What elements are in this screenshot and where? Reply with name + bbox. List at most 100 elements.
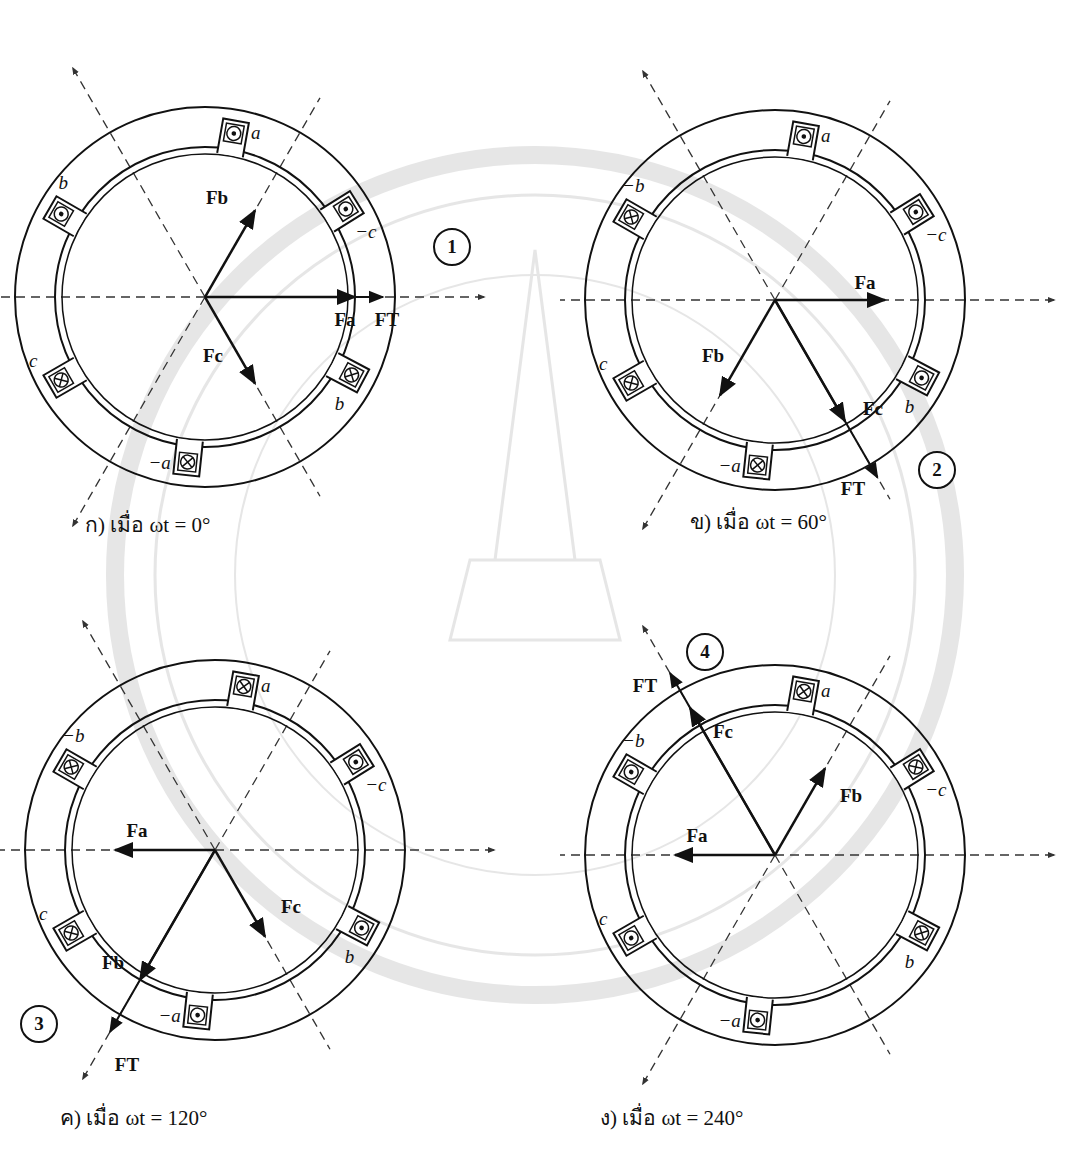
- coil-label: −c: [365, 775, 386, 794]
- axis-line: [215, 849, 495, 850]
- coil-label: a: [821, 680, 831, 699]
- stator-outer: [15, 107, 395, 487]
- axis-line: [73, 297, 206, 527]
- coil-label: b: [905, 396, 915, 415]
- stator-slot: [896, 356, 939, 395]
- callout-number: 4: [700, 641, 710, 663]
- coil-label: −b: [62, 726, 84, 745]
- axis-line: [215, 651, 330, 850]
- axis-line: [83, 621, 216, 851]
- axis-line: [560, 299, 775, 300]
- vector-label: FT: [841, 479, 865, 498]
- vector-label: Fb: [206, 188, 228, 207]
- stator-slot: [613, 916, 656, 956]
- coil-label: c: [599, 354, 607, 373]
- stator-slot: [613, 361, 656, 401]
- stator-slot: [613, 199, 656, 239]
- axis-line: [775, 656, 890, 855]
- panel-caption: ค) เมื่อ ωt = 120°: [60, 1108, 207, 1129]
- axis-line: [643, 626, 776, 856]
- mmf-vector: [775, 300, 878, 478]
- axis-line: [775, 854, 1055, 855]
- mmf-vector: [720, 300, 775, 395]
- coil-label: c: [599, 909, 607, 928]
- axis-line: [0, 849, 215, 850]
- stator-slot: [787, 676, 819, 715]
- stator-slot: [53, 749, 96, 789]
- callout-number: 1: [447, 236, 457, 258]
- coil-label: a: [251, 122, 261, 141]
- stator-slot: [173, 439, 203, 477]
- stator-slot: [743, 997, 773, 1035]
- coil-label: −a: [158, 1006, 180, 1025]
- axis-line: [73, 68, 206, 298]
- stator-slot: [43, 358, 86, 398]
- stator-outer: [585, 665, 965, 1045]
- vector-label: Fc: [281, 897, 301, 916]
- axis-line: [83, 850, 216, 1080]
- coil-label: a: [821, 125, 831, 144]
- stator-slot: [336, 906, 379, 945]
- axis-line: [643, 71, 776, 301]
- mmf-vector: [205, 296, 383, 298]
- stator-slot: [326, 353, 369, 392]
- callout-circle: 1: [433, 228, 471, 266]
- mmf-vector: [775, 299, 885, 302]
- stator-slot: [743, 442, 773, 480]
- coil-label: −c: [925, 780, 946, 799]
- axis-line: [215, 850, 330, 1049]
- axis-line: [643, 855, 776, 1085]
- coil-label: −c: [925, 225, 946, 244]
- vector-label: FT: [633, 676, 657, 695]
- coil-label: c: [39, 904, 47, 923]
- vector-label: FT: [375, 310, 399, 329]
- coil-label: −a: [718, 456, 740, 475]
- panel-caption: ก) เมื่อ ωt = 0°: [85, 515, 210, 536]
- axis-line: [643, 300, 776, 530]
- vector-label: Fc: [863, 399, 883, 418]
- coil-label: b: [58, 173, 68, 192]
- stator-slot: [53, 911, 96, 951]
- axis-line: [205, 296, 485, 297]
- callout-circle: 3: [20, 1005, 58, 1043]
- vector-label: Fb: [102, 953, 124, 972]
- mmf-vector: [115, 849, 215, 852]
- axis-line: [775, 299, 1055, 300]
- vector-label: Fa: [854, 273, 875, 292]
- mmf-vector: [205, 297, 255, 384]
- vector-label: Fb: [840, 786, 862, 805]
- stator-outer: [585, 110, 965, 490]
- stator-slot: [896, 911, 939, 950]
- stator-slot: [613, 754, 656, 794]
- stator-slot: [787, 121, 819, 160]
- mmf-vector: [110, 850, 215, 1032]
- callout-number: 3: [34, 1013, 44, 1035]
- axis-line: [775, 300, 890, 499]
- coil-label: −a: [148, 453, 170, 472]
- vector-label: Fb: [702, 346, 724, 365]
- callout-circle: 4: [686, 633, 724, 671]
- axis-line: [205, 297, 320, 496]
- mmf-vector: [205, 210, 255, 297]
- stator-outer: [25, 660, 405, 1040]
- vector-label: Fa: [126, 821, 147, 840]
- coil-label: c: [29, 351, 37, 370]
- stator-slot: [217, 118, 249, 157]
- stator-slot: [227, 671, 259, 710]
- vector-label: Fa: [334, 310, 355, 329]
- coil-label: b: [335, 393, 345, 412]
- coil-label: −a: [718, 1011, 740, 1030]
- axis-line: [560, 854, 775, 855]
- callout-number: 2: [932, 459, 942, 481]
- mmf-vector: [775, 768, 825, 855]
- vector-label: Fc: [713, 722, 733, 741]
- callout-circle: 2: [918, 451, 956, 489]
- axis-line: [205, 98, 320, 297]
- vector-label: Fa: [686, 826, 707, 845]
- axis-line: [775, 855, 890, 1054]
- panel-caption: ข) เมื่อ ωt = 60°: [690, 512, 827, 533]
- coil-label: −b: [622, 176, 644, 195]
- mmf-vector: [215, 850, 265, 937]
